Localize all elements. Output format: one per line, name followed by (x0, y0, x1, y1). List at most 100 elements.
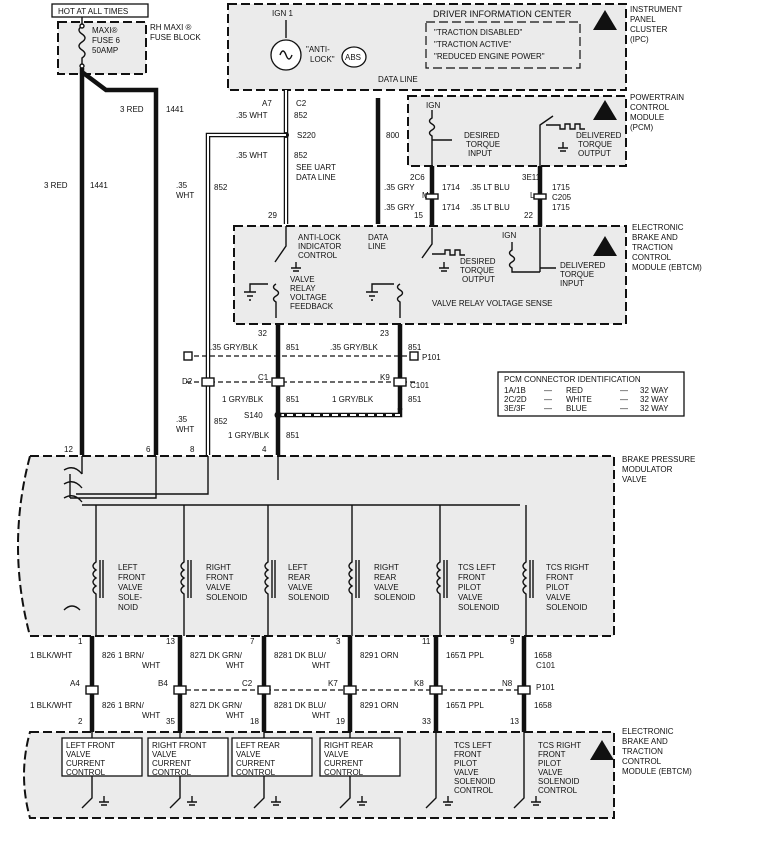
pcm-ground-icon (558, 142, 568, 152)
ipc-module: IGN 1 "ANTI- LOCK" ABS DATA LINE DRIVER … (227, 3, 683, 91)
antilock-switch (274, 226, 287, 263)
ebtcm-top-box (233, 225, 627, 325)
wire-num-b: 827 (190, 701, 204, 710)
control-label: VALVE (152, 750, 177, 759)
wire-color-wht-b: .35 WHT (236, 151, 268, 160)
fuse-block: HOT AT ALL TIMES MAXI® FUSE 6 50AMP RH M… (51, 3, 201, 75)
control-label: LEFT FRONT (66, 741, 115, 750)
solenoid-core-icon (271, 560, 276, 598)
p101-end-right (409, 351, 419, 361)
solenoid-label: TCS RIGHT (546, 563, 589, 572)
lamp-filament-icon (279, 50, 293, 60)
solenoid-label: SOLENOID (374, 593, 416, 602)
wire-color-b2: WHT (226, 711, 244, 720)
solenoid-label: FRONT (546, 573, 574, 582)
solenoid-coil-icon (348, 505, 354, 636)
solenoid-core-icon (529, 560, 534, 598)
ebtcm-delivered-input (508, 228, 556, 273)
abs-text: ABS (345, 53, 361, 62)
dic-msg-3: "REDUCED ENGINE POWER" (434, 52, 545, 61)
conn-pin: N8 (502, 679, 513, 688)
bpmv-box (17, 455, 615, 637)
ebtcm-desired-2: TORQUE (460, 266, 494, 275)
ground-icon (99, 796, 109, 806)
pin-top: 11 (422, 637, 431, 646)
control-label: FRONT (454, 750, 482, 759)
p101-end-left (183, 351, 193, 361)
ipc-data-line: DATA LINE (378, 75, 418, 84)
pcm-title-3: MODULE (630, 113, 664, 122)
pcm-conn-box (497, 371, 685, 417)
control-label: TCS LEFT (454, 741, 492, 750)
wire-851-e: 851 (286, 431, 300, 440)
solenoid-label: VALVE (288, 583, 313, 592)
pcm-connector-table: PCM CONNECTOR IDENTIFICATION 1A/1B — RED… (497, 371, 685, 417)
wire-35-mid: .35 (176, 415, 188, 424)
fuse-line3: 50AMP (92, 46, 118, 55)
wire-color-b: 1 PPL (462, 701, 484, 710)
pin-15: 15 (414, 211, 423, 220)
feedback-1: VALVE (290, 275, 315, 284)
pcm-conn-id: 3E/3F (504, 404, 525, 413)
antilock-ground-icon (291, 262, 301, 272)
pin-29: 29 (268, 211, 277, 220)
control-box (147, 737, 229, 777)
bpmv-entry-wires (81, 456, 279, 486)
ipc-ign: IGN 1 (272, 9, 293, 18)
splice-label-s220: S220 (297, 131, 316, 140)
wire-gry-a: .35 GRY (384, 183, 415, 192)
wire-gryblk-1: 1 GRY/BLK (222, 395, 264, 404)
pcm-conn-dash: — (544, 404, 552, 413)
pin-22: 22 (524, 211, 533, 220)
pcm-conn-id: 1A/1B (504, 386, 526, 395)
splice-s140 (274, 411, 282, 419)
wire-num-a: 828 (274, 651, 288, 660)
wire-ltblu-b: .35 LT BLU (470, 203, 510, 212)
control-label: CONTROL (454, 786, 494, 795)
wire-852-branch-inner (207, 134, 286, 455)
ebtcm-bot-title-2: BRAKE AND (622, 737, 668, 746)
conn-p101-bot: P101 (536, 683, 555, 692)
ebtcm-ground-1-icon (244, 283, 268, 301)
wire-label-1441-left: 1441 (90, 181, 108, 190)
pcm-desired-2: TORQUE (466, 140, 500, 149)
control-label: CONTROL (538, 786, 578, 795)
feedback-3: VOLTAGE (290, 293, 327, 302)
wire-1715-b: 1715 (552, 203, 570, 212)
ebtcm-ign: IGN (502, 231, 516, 240)
solenoid-label: PILOT (546, 583, 569, 592)
pin-6: 6 (146, 445, 151, 454)
control-switch (253, 732, 265, 809)
control-label: CONTROL (236, 768, 276, 777)
ebtcm-delivered-1: DELIVERED (560, 261, 606, 270)
conn-p101-mid: P101 (422, 353, 441, 362)
pin-top: 3 (336, 637, 341, 646)
solenoid-label: LEFT (288, 563, 308, 572)
connector-pin-housing (85, 685, 99, 695)
pcm-conn-dash2: — (620, 395, 628, 404)
feedback-resistor (272, 283, 280, 318)
wire-851-d: 851 (408, 395, 422, 404)
solenoid-label: RIGHT (374, 563, 399, 572)
bpmv-module: BRAKE PRESSURE MODULATOR VALVE LEFTFRONT… (17, 455, 695, 637)
pin-a7: A7 (262, 99, 272, 108)
ebtcm-desired-ground-icon (439, 262, 449, 272)
wire-color-a: 1 BLK/WHT (30, 651, 72, 660)
wire-color-b: 1 ORN (374, 701, 399, 710)
solenoid-label: TCS LEFT (458, 563, 496, 572)
solenoid-label: VALVE (546, 593, 571, 602)
fuse-line1: MAXI® (92, 26, 118, 35)
control-label: TCS RIGHT (538, 741, 581, 750)
conn-pin: K8 (414, 679, 424, 688)
antilock-text-1: "ANTI- (306, 45, 330, 54)
control-label: SOLENOID (538, 777, 580, 786)
pcm-title-1: POWERTRAIN (630, 93, 684, 102)
pcm-conn-dash2: — (620, 404, 628, 413)
wire-color-a2: WHT (226, 661, 244, 670)
bpmv-relay-contacts (63, 467, 209, 503)
